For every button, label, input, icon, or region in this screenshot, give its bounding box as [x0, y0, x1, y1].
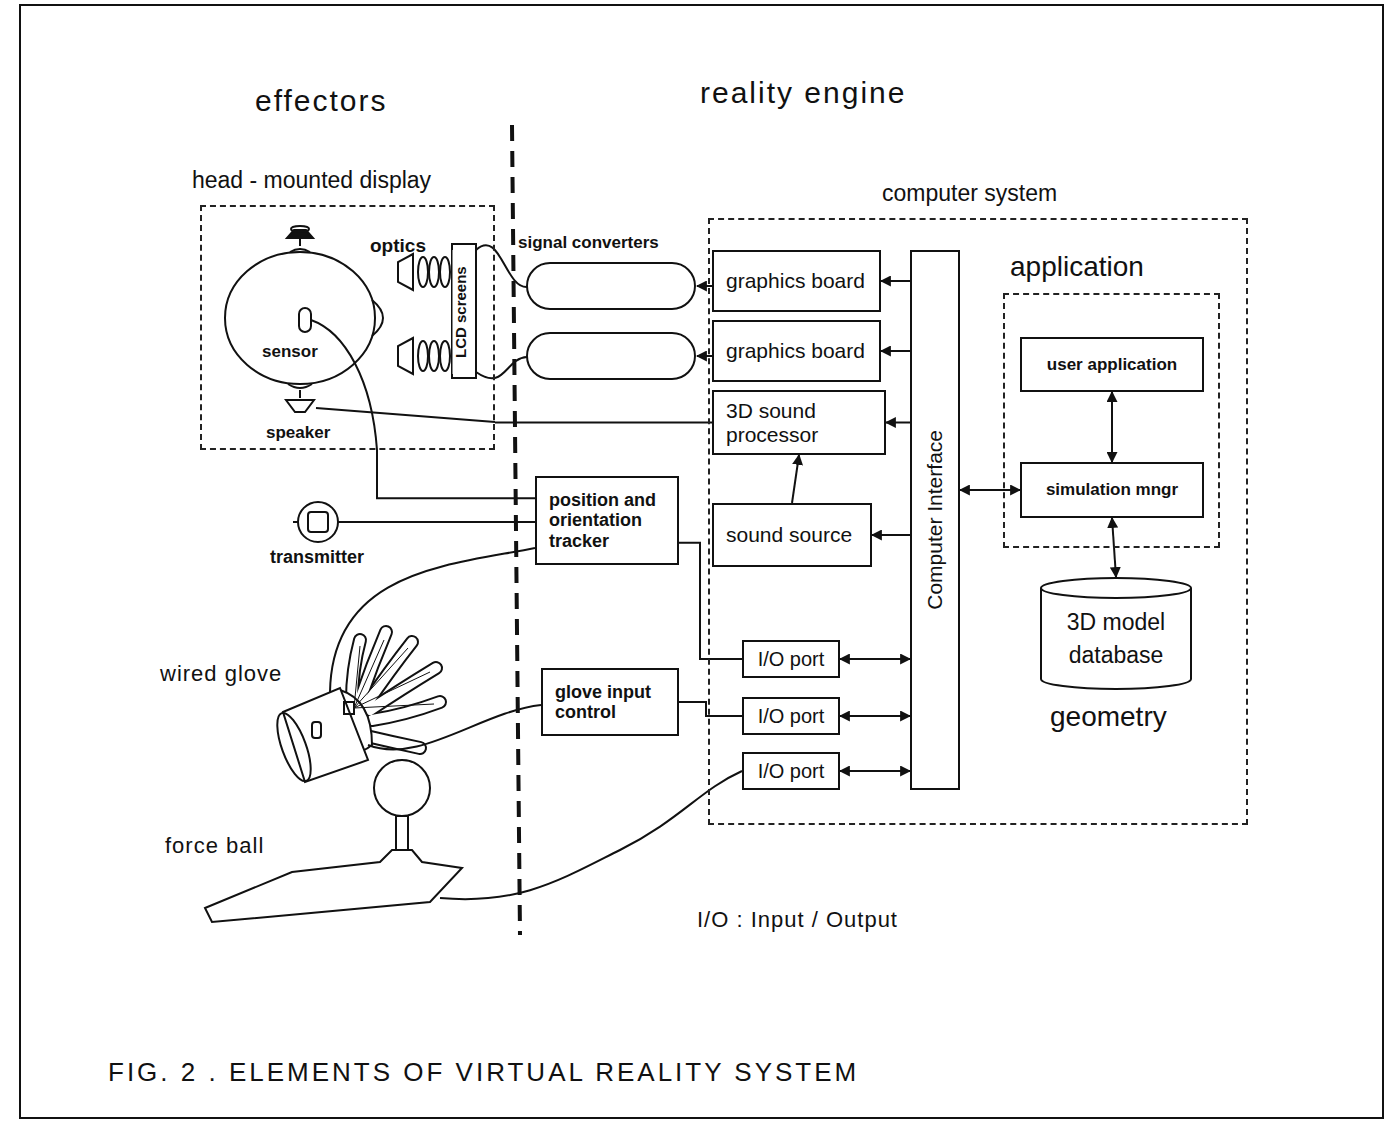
- node-text: position and orientation tracker: [537, 490, 677, 550]
- connector: [495, 422, 712, 424]
- node-text: sound source: [714, 523, 852, 547]
- note: I/O : Input / Output: [697, 908, 898, 932]
- connector: [872, 534, 910, 536]
- group-heading: application: [1010, 251, 1144, 283]
- connector: [881, 350, 910, 352]
- group-heading: computer system: [882, 180, 1057, 207]
- node-text: graphics board: [714, 339, 865, 363]
- wired-glove-illustration: [270, 548, 541, 785]
- speaker-wire: [316, 408, 495, 422]
- node-caption: geometry: [1050, 701, 1167, 733]
- head-illustration: [225, 226, 383, 450]
- force-ball-illustration: [205, 760, 742, 922]
- connector: [886, 422, 910, 424]
- node-text: I/O port: [758, 760, 825, 782]
- process-box: glove input control: [541, 668, 679, 736]
- connector: [679, 702, 742, 716]
- connector: [960, 489, 1020, 491]
- section-title: reality engine: [700, 76, 906, 109]
- connector: [1111, 392, 1113, 462]
- process-box: simulation mngr: [1020, 462, 1204, 518]
- port-box: I/O port: [742, 697, 840, 735]
- node-text: 3D sound processor: [714, 399, 884, 446]
- connector: [377, 450, 535, 498]
- node-text: Computer Interface: [923, 430, 947, 610]
- process-box: user application: [1020, 337, 1204, 392]
- database-cylinder: 3D model databasegeometry: [1040, 577, 1192, 690]
- section-title: effectors: [255, 84, 388, 117]
- connector: [792, 455, 799, 503]
- connector: [840, 715, 910, 717]
- process-box: graphics board: [712, 250, 881, 312]
- node-text: graphics board: [714, 269, 865, 293]
- part-label: force ball: [165, 834, 264, 858]
- part-label: sensor: [262, 343, 318, 362]
- node-text: 3D model database: [1040, 596, 1192, 670]
- port-box: I/O port: [742, 640, 840, 678]
- group-box: head - mounted display: [200, 205, 495, 450]
- part-label: signal converters: [518, 234, 659, 253]
- group-box: computer systemgraphics boardgraphics bo…: [708, 218, 1248, 825]
- port-box: I/O port: [742, 752, 840, 790]
- node-text: user application: [1047, 355, 1177, 374]
- part-label: transmitter: [270, 548, 364, 568]
- figure-caption: FIG. 2 . ELEMENTS OF VIRTUAL REALITY SYS…: [108, 1058, 859, 1087]
- node-text: I/O port: [758, 648, 825, 670]
- group-box: applicationuser applicationsimulation mn…: [1003, 293, 1220, 548]
- connector: [840, 658, 910, 660]
- transmitter-symbol: [293, 502, 535, 542]
- process-box: 3D sound processor: [712, 390, 886, 455]
- process-box: position and orientation tracker: [535, 476, 679, 565]
- part-label: LCD screens: [453, 250, 470, 374]
- frame: [20, 5, 1383, 1118]
- group-heading: head - mounted display: [192, 167, 431, 194]
- optics-illustration: [398, 244, 527, 378]
- signal-converter: [527, 263, 712, 379]
- process-box: sound source: [712, 503, 872, 567]
- node-text: simulation mngr: [1046, 480, 1178, 499]
- part-label: wired glove: [160, 662, 282, 686]
- connector: [881, 280, 910, 282]
- node-text: I/O port: [758, 705, 825, 727]
- connector: [840, 770, 910, 772]
- interface-bar: Computer Interface: [910, 250, 960, 790]
- part-label: optics: [370, 236, 426, 257]
- part-label: speaker: [266, 424, 330, 443]
- node-text: glove input control: [543, 682, 677, 722]
- process-box: graphics board: [712, 320, 881, 382]
